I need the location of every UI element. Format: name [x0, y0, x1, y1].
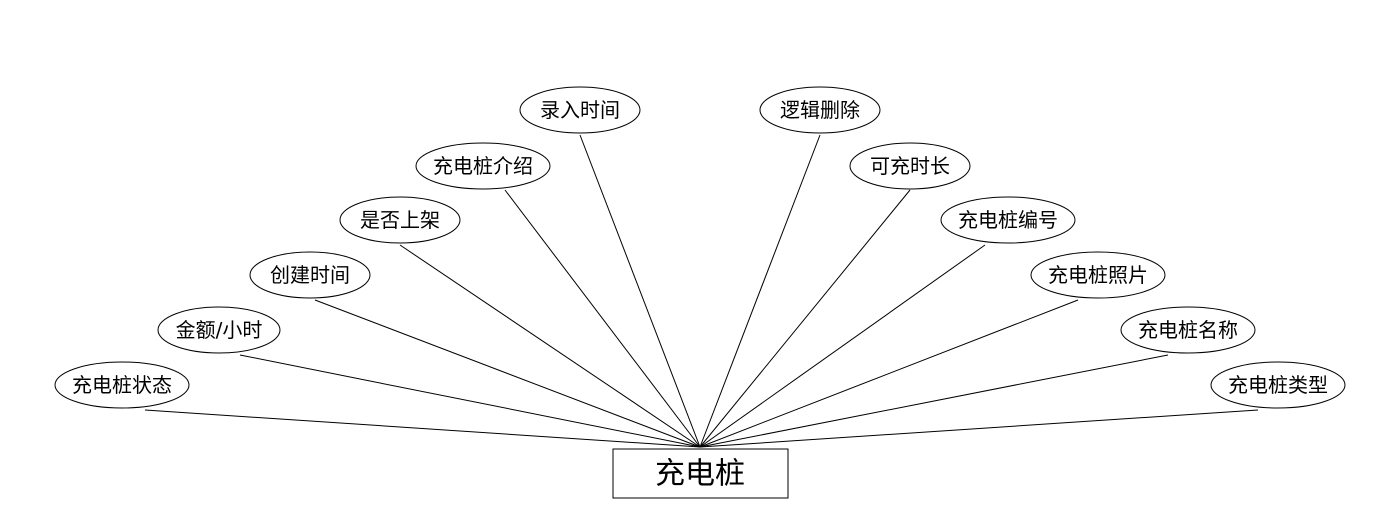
attribute-ellipse: [415, 142, 551, 190]
attribute-ellipse: [339, 196, 461, 244]
attribute-label: 录入时间: [540, 98, 620, 122]
attribute-ellipse: [1210, 361, 1346, 409]
attribute-ellipse: [249, 251, 371, 299]
attribute-label: 创建时间: [270, 263, 350, 287]
attribute-node: 充电桩状态: [54, 361, 190, 409]
attribute-node: 逻辑删除: [759, 86, 881, 134]
attribute-node: 充电桩介绍: [415, 142, 551, 190]
connector-line: [504, 189, 701, 448]
attribute-label: 充电桩名称: [1138, 318, 1238, 342]
attribute-node: 金额/小时: [157, 306, 281, 354]
attribute-label: 充电桩编号: [958, 208, 1058, 232]
attribute-node: 录入时间: [519, 86, 641, 134]
attribute-ellipse: [157, 306, 281, 354]
connector-line: [699, 134, 821, 448]
attribute-label: 逻辑删除: [780, 98, 860, 122]
attribute-node: 充电桩照片: [1030, 251, 1166, 299]
attribute-label: 充电桩类型: [1228, 373, 1328, 397]
connector-line: [699, 189, 911, 448]
connector-lines: [144, 134, 1259, 448]
attribute-node: 创建时间: [249, 251, 371, 299]
attribute-ellipse: [54, 361, 190, 409]
entity-label: 充电桩: [655, 457, 745, 492]
connector-line: [314, 299, 701, 448]
attribute-label: 可充时长: [870, 154, 950, 178]
entity-rect: [612, 448, 789, 499]
attribute-ellipse: [519, 86, 641, 134]
attribute-label: 充电桩状态: [72, 373, 172, 397]
attribute-label: 充电桩照片: [1048, 263, 1148, 287]
attribute-label: 充电桩介绍: [433, 154, 533, 178]
connector-line: [699, 244, 986, 448]
attribute-node: 是否上架: [339, 196, 461, 244]
connector-line: [399, 244, 701, 448]
connector-line: [144, 409, 701, 448]
connector-line: [699, 299, 1079, 448]
attribute-ellipse: [759, 86, 881, 134]
connector-line: [699, 409, 1259, 448]
attribute-ellipse: [1030, 251, 1166, 299]
connector-line: [699, 354, 1169, 448]
attribute-nodes: 充电桩状态 金额/小时 创建时间 是否上架 充电桩介绍 录入时间 逻辑删除可充时长充电桩编号…: [54, 86, 1346, 409]
attribute-node: 可充时长: [849, 142, 971, 190]
attribute-ellipse: [1120, 306, 1256, 354]
attribute-node: 充电桩编号: [940, 196, 1076, 244]
connector-line: [579, 134, 701, 448]
attribute-label: 是否上架: [360, 208, 440, 232]
attribute-ellipse: [940, 196, 1076, 244]
attribute-label: 金额/小时: [176, 318, 263, 342]
entity-box: 充电桩: [612, 448, 789, 499]
connector-line: [239, 354, 701, 448]
attribute-ellipse: [849, 142, 971, 190]
attribute-node: 充电桩名称: [1120, 306, 1256, 354]
attribute-node: 充电桩类型: [1210, 361, 1346, 409]
